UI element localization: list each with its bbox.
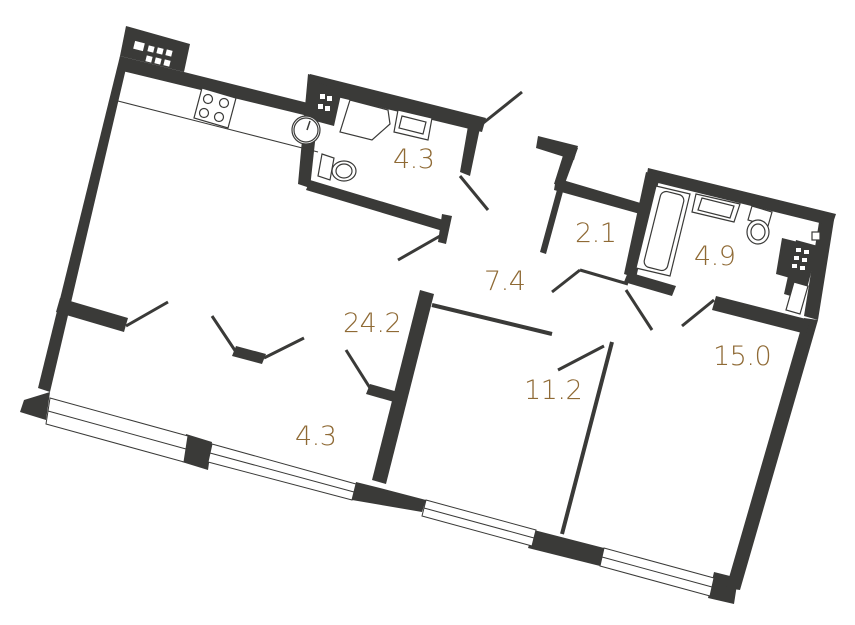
toilet-icon bbox=[746, 205, 773, 245]
washbasin-icon bbox=[691, 193, 741, 223]
area-label-storage: 2.1 bbox=[575, 218, 617, 249]
washbasin-icon bbox=[393, 109, 433, 141]
area-label-hallway: 7.4 bbox=[484, 266, 526, 297]
stove-icon bbox=[193, 87, 237, 129]
bathroom-2-fixtures bbox=[635, 185, 821, 315]
area-label-bathroom-1: 4.3 bbox=[393, 144, 435, 175]
windows bbox=[45, 397, 715, 597]
area-label-bedroom-1: 11.2 bbox=[524, 375, 583, 406]
bathtub-icon bbox=[635, 185, 691, 277]
area-label-kitchen-living: 24.2 bbox=[343, 308, 402, 339]
sink-icon bbox=[291, 115, 321, 145]
exterior-walls bbox=[20, 26, 834, 604]
area-label-bedroom-2: 15.0 bbox=[713, 341, 772, 372]
toilet-icon bbox=[317, 153, 357, 182]
bedroom-2-wall bbox=[712, 296, 810, 334]
kitchen-fixtures bbox=[113, 40, 321, 153]
bathroom-1-fixtures bbox=[317, 94, 433, 182]
storage-walls bbox=[536, 136, 644, 254]
area-label-bathroom-2: 4.9 bbox=[694, 241, 736, 272]
area-label-loggia: 4.3 bbox=[295, 421, 337, 452]
shower-icon bbox=[339, 99, 391, 141]
doors bbox=[125, 90, 715, 389]
interior-walls bbox=[56, 290, 614, 535]
